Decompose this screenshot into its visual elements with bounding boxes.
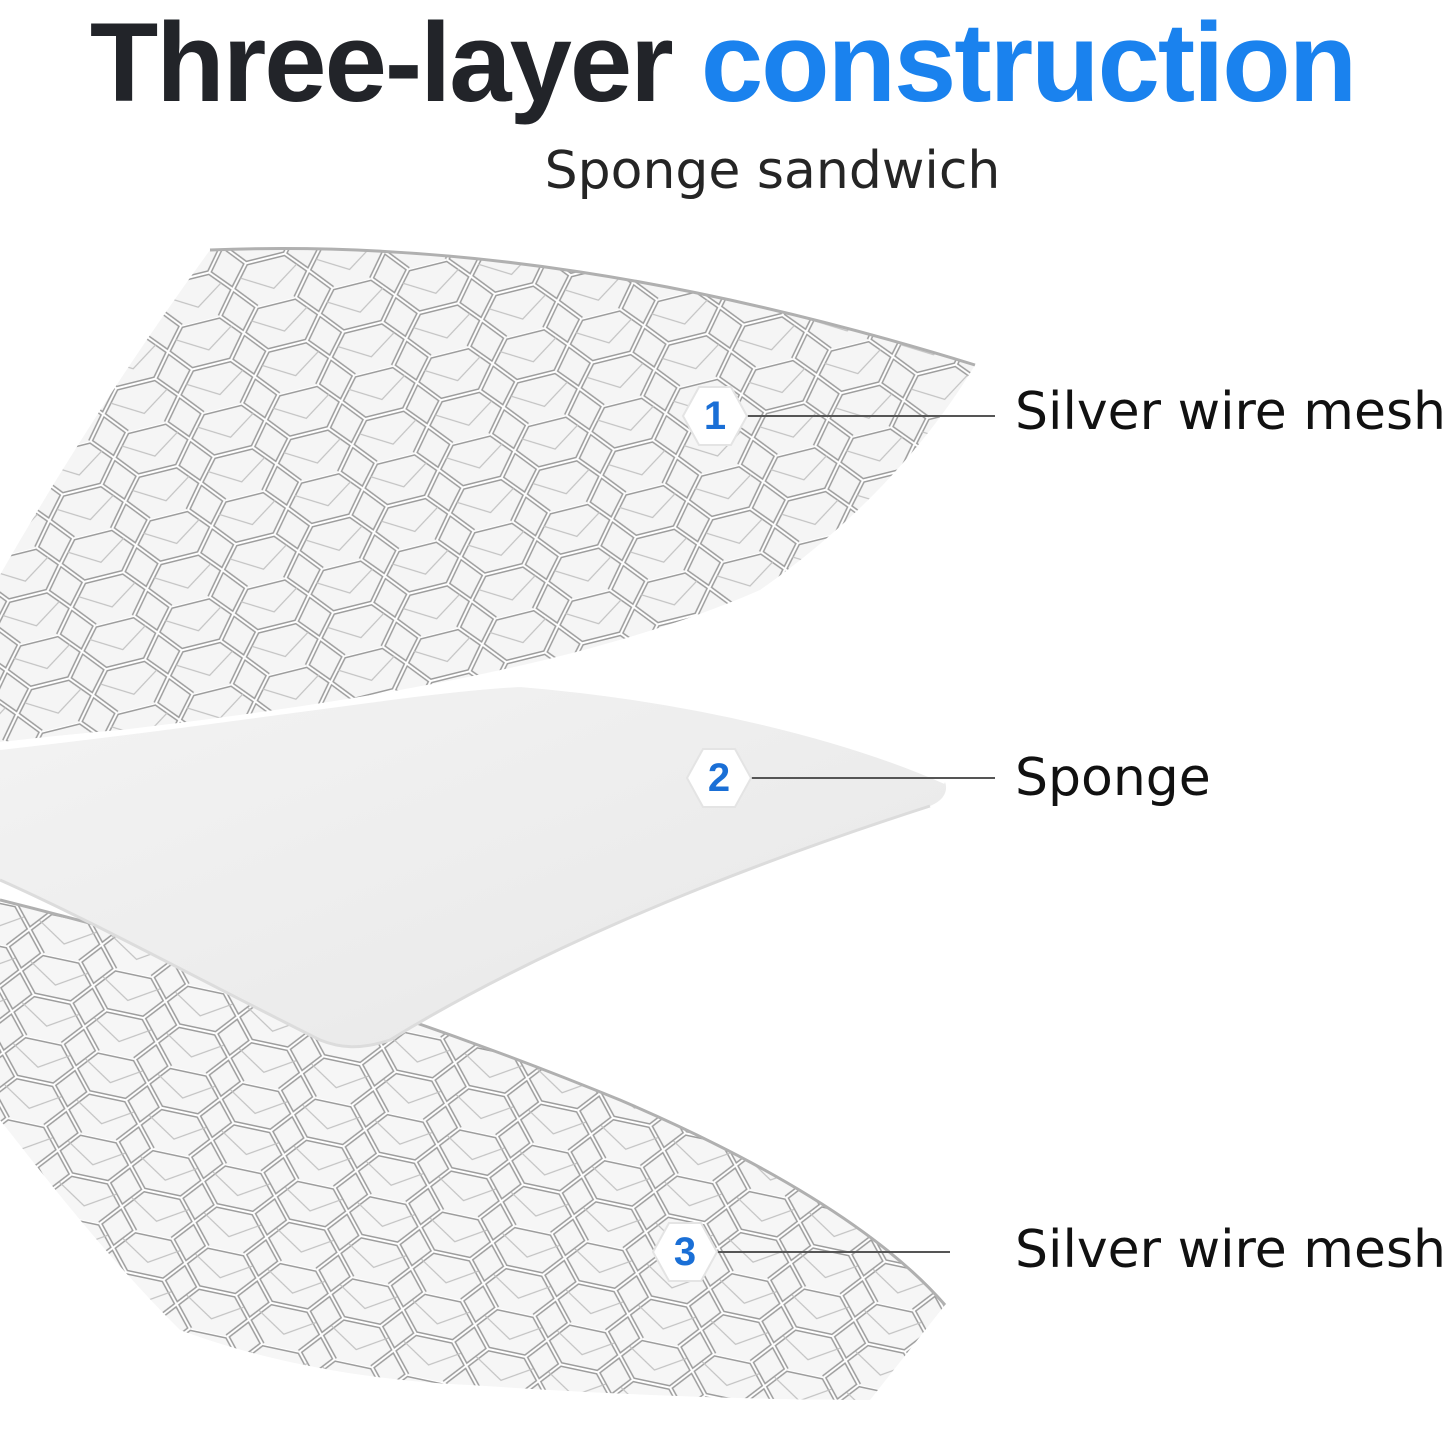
page-title: Three-layer construction — [0, 0, 1445, 125]
badge-1-hexagon-icon — [681, 386, 749, 446]
layer-2-label: Sponge — [1015, 748, 1211, 808]
title-dark-part: Three-layer — [89, 0, 674, 125]
title-blue-part: construction — [700, 0, 1357, 125]
layer-1-label: Silver wire mesh — [1015, 382, 1445, 442]
badge-3-number: 3 — [673, 1230, 697, 1274]
top-wire-mesh — [0, 247, 976, 742]
badge-2-number: 2 — [707, 756, 731, 800]
badge-3-hexagon-icon — [651, 1222, 719, 1282]
badge-2-hexagon-icon — [685, 748, 753, 808]
bottom-wire-mesh — [0, 898, 947, 1400]
layer-3-label: Silver wire mesh — [1015, 1220, 1445, 1280]
badge-1-number: 1 — [703, 394, 727, 438]
subtitle: Sponge sandwich — [544, 141, 1001, 201]
